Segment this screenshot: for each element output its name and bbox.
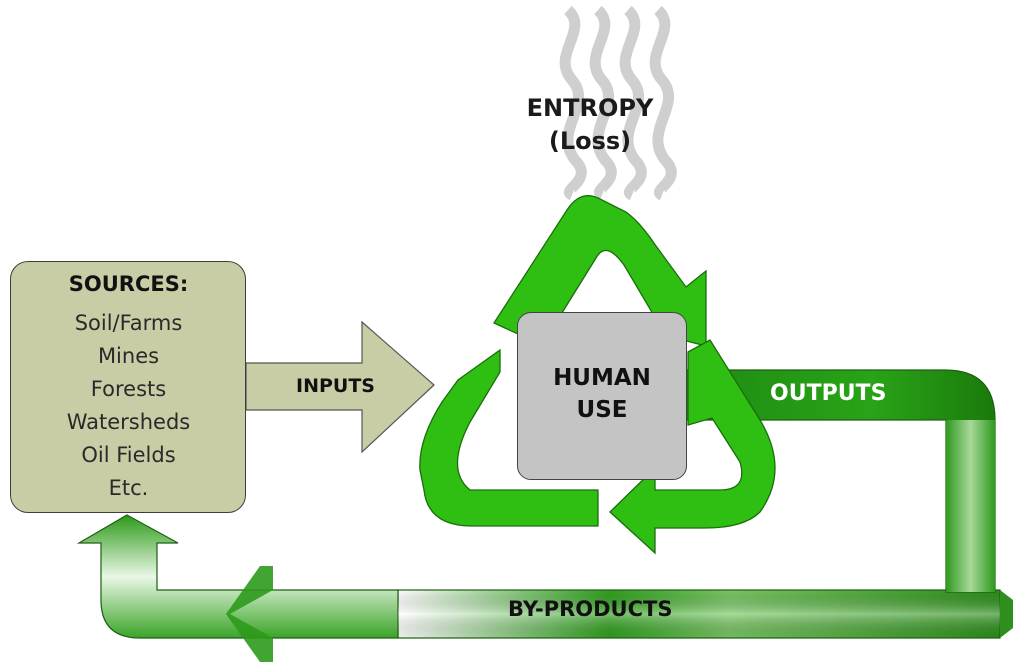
entropy-subtitle: (Loss) — [548, 127, 632, 155]
source-item: Etc. — [108, 476, 149, 500]
byproducts-arrowhead — [226, 566, 273, 662]
byproducts-sheen — [398, 590, 1000, 638]
source-item: Watersheds — [66, 410, 191, 434]
inputs-label: INPUTS — [296, 375, 375, 397]
human-use-box — [517, 312, 687, 480]
entropy-title: ENTROPY — [526, 94, 654, 122]
source-item: Mines — [97, 344, 160, 368]
human-use-label: HUMAN USE — [517, 362, 687, 426]
outputs-label: OUTPUTS — [770, 381, 887, 406]
sources-title: SOURCES: — [68, 272, 189, 296]
recycle-arrow-icon — [419, 195, 776, 555]
source-item: Soil/Farms — [74, 311, 183, 335]
outputs-down-band — [946, 420, 995, 592]
byproducts-label: BY-PRODUCTS — [508, 597, 673, 621]
byproducts-arrow-icon — [76, 514, 399, 639]
source-item: Forests — [90, 377, 167, 401]
sources-list: Soil/Farms Mines Forests Watersheds Oil … — [0, 307, 257, 505]
source-item: Oil Fields — [81, 443, 176, 467]
human-use-line1: HUMAN — [553, 365, 651, 391]
entropy-wave-icon — [559, 5, 677, 201]
entropy-label: ENTROPY (Loss) — [490, 92, 690, 158]
human-use-line2: USE — [576, 397, 628, 423]
sources-box — [10, 261, 246, 513]
byproducts-arrow-tip — [1000, 590, 1013, 638]
inputs-arrow-icon — [245, 320, 435, 454]
